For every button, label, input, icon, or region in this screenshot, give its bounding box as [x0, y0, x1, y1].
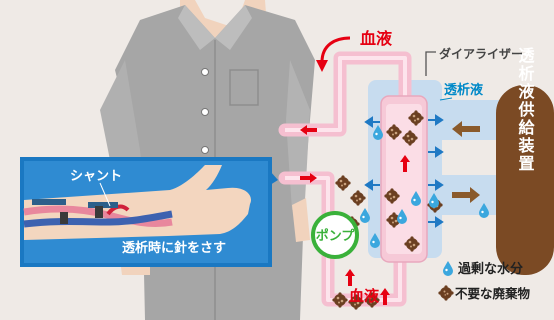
dialysate-label: 透析液	[444, 82, 483, 98]
needle-note-label: 透析時に針をさす	[122, 240, 226, 256]
blood-label-bottom: 血液	[349, 287, 380, 305]
legend-water-label: 過剰な水分	[457, 261, 523, 277]
blood-label-top: 血液	[360, 29, 393, 48]
dialyzer-label: ダイアライザー	[439, 46, 523, 61]
pump: ポンプ	[311, 211, 359, 259]
pump-label: ポンプ	[316, 228, 356, 244]
shunt-inset: シャント 透析時に針をさす	[20, 157, 278, 267]
filtration-arrows	[364, 114, 444, 228]
dialyzer-callout: ダイアライザー	[425, 46, 523, 76]
supply-device: 透析液供給装置	[496, 47, 554, 275]
flow-arrows	[300, 36, 410, 305]
shunt-label: シャント	[70, 169, 122, 184]
legend-waste-label: 不要な廃棄物	[455, 286, 531, 301]
supply-device-label: 透析液供給装置	[516, 47, 536, 173]
